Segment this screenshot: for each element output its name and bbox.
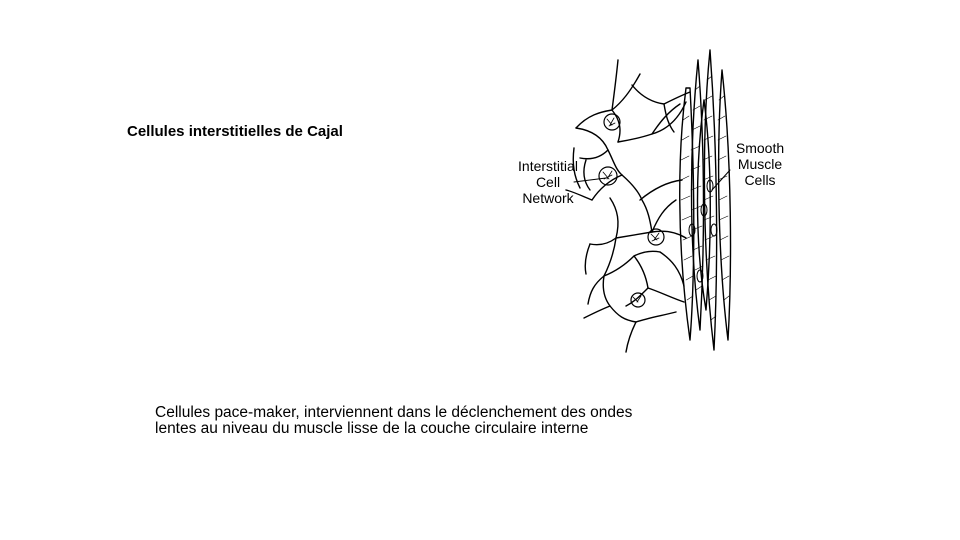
cell-network-illustration <box>565 49 732 353</box>
interstitial-cell-processes <box>565 59 691 353</box>
interstitial-cell-network-label: Interstitial Cell Network <box>518 158 578 206</box>
slide-title: Cellules interstitielles de Cajal <box>127 123 343 140</box>
muscle-label-pointer <box>711 169 731 191</box>
network-label-pointer <box>573 177 607 183</box>
smooth-muscle-cells <box>679 49 732 351</box>
smooth-muscle-cells-label: Smooth Muscle Cells <box>735 140 785 188</box>
cajal-cell-diagram: Interstitial Cell Network Smooth Muscle … <box>490 40 800 360</box>
caption-line: lentes au niveau du muscle lisse de la c… <box>155 420 589 437</box>
caption-line: Cellules pace-maker, interviennent dans … <box>155 404 633 421</box>
interstitial-cell-nuclei <box>598 113 665 308</box>
muscle-fiber-striations <box>680 75 730 321</box>
nucleus-texture <box>602 117 660 303</box>
slide-caption: Cellules pace-maker, interviennent dans … <box>155 405 775 437</box>
muscle-nuclei <box>688 179 718 283</box>
